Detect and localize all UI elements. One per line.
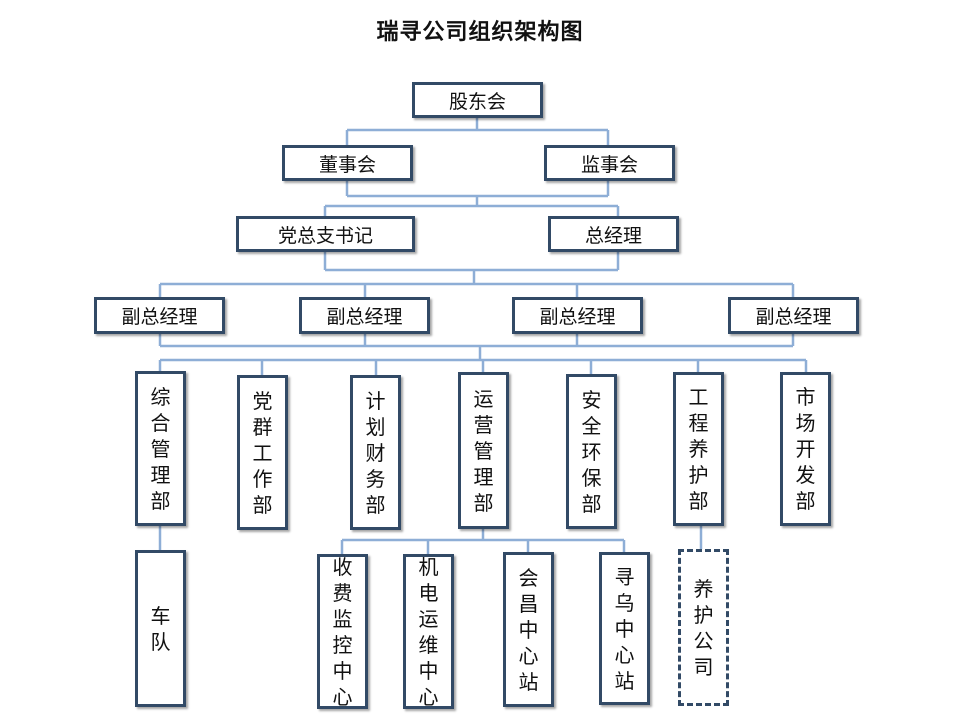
maintenance-company-box: 养护公司 xyxy=(678,549,729,706)
general-manager-box: 总经理 xyxy=(548,216,679,252)
huichang-station-box: 会昌中心站 xyxy=(503,552,554,707)
supervisory-box: 监事会 xyxy=(544,145,675,181)
shareholders-box: 股东会 xyxy=(412,82,543,118)
dept-engineering-box: 工程养护部 xyxy=(673,372,724,526)
dept-safety-env-box: 安全环保部 xyxy=(566,374,617,529)
dept-operations-box: 运营管理部 xyxy=(458,372,509,529)
board-box: 董事会 xyxy=(282,145,413,181)
party-secretary-box: 党总支书记 xyxy=(236,216,415,252)
dept-market-box: 市场开发部 xyxy=(780,372,831,526)
chart-title: 瑞寻公司组织架构图 xyxy=(376,20,584,45)
vice-gm-box-1: 副总经理 xyxy=(94,297,225,334)
dept-comprehensive-box: 综合管理部 xyxy=(135,371,186,526)
xunwu-station-box: 寻乌中心站 xyxy=(599,552,650,705)
dept-finance-box: 计划财务部 xyxy=(350,375,401,530)
vice-gm-box-3: 副总经理 xyxy=(512,297,643,334)
vice-gm-box-2: 副总经理 xyxy=(299,297,430,334)
fleet-box: 车队 xyxy=(135,550,186,707)
dept-party-mass-box: 党群工作部 xyxy=(237,375,288,530)
vice-gm-box-4: 副总经理 xyxy=(728,297,859,334)
mech-elec-box: 机电运维中心 xyxy=(403,554,454,709)
toll-monitoring-box: 收费监控中心 xyxy=(317,554,368,709)
